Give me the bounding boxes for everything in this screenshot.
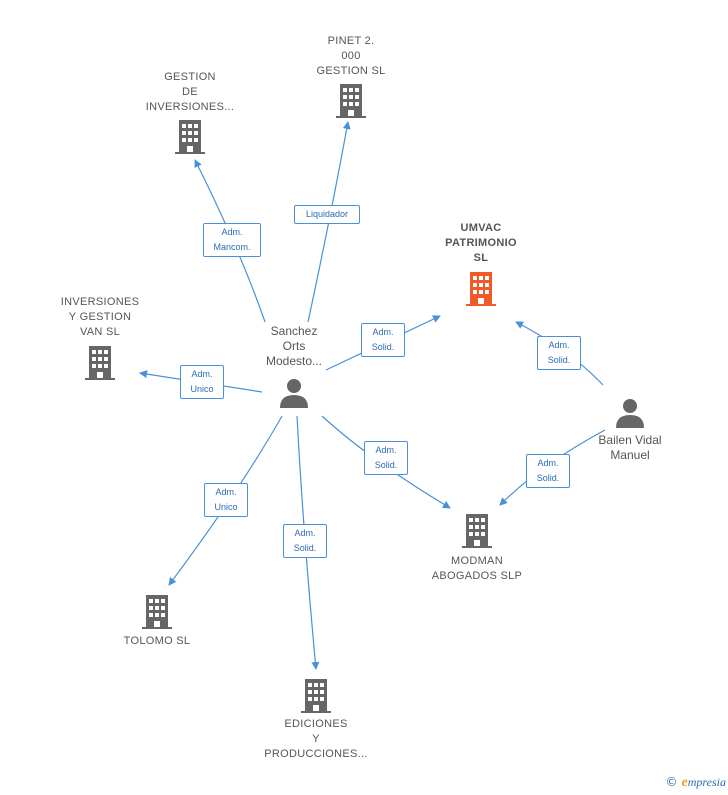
node-label: Bailen Vidal Manuel <box>598 433 662 462</box>
empresia-logo[interactable]: empresia <box>681 775 726 790</box>
person-icon <box>616 399 644 428</box>
edge-label-liquidador: Liquidador <box>294 205 360 224</box>
building-icon <box>462 514 492 548</box>
node-label: GESTION DE INVERSIONES... <box>145 71 235 113</box>
edge-label-sanchez-umvac: Adm. Solid. <box>361 323 405 357</box>
node-umvac-patrimonio[interactable]: UMVAC PATRIMONIO SL <box>421 221 541 306</box>
edge-label-sanchez-modman: Adm. Solid. <box>364 441 408 475</box>
building-icon <box>175 120 205 154</box>
building-icon <box>301 679 331 713</box>
building-icon <box>142 595 172 629</box>
person-icon <box>280 379 308 408</box>
edge-label-bailen-modman: Adm. Solid. <box>526 454 570 488</box>
building-icon <box>85 346 115 380</box>
edge-label-bailen-umvac: Adm. Solid. <box>537 336 581 370</box>
copyright-footer: ©empresia <box>666 775 726 791</box>
node-inversiones-y-gestion-van[interactable]: INVERSIONES Y GESTION VAN SL <box>45 295 155 380</box>
node-label: EDICIONES Y PRODUCCIONES... <box>264 718 368 760</box>
copyright-symbol: © <box>665 775 678 789</box>
edge-label-adm-unico-inversiones: Adm. Unico <box>180 365 224 399</box>
building-icon <box>336 84 366 118</box>
node-modman-abogados[interactable]: MODMAN ABOGADOS SLP <box>417 514 537 584</box>
node-label: UMVAC PATRIMONIO SL <box>445 222 517 264</box>
node-sanchez-orts[interactable]: Sanchez Orts Modesto... <box>244 324 344 408</box>
node-label: INVERSIONES Y GESTION VAN SL <box>60 296 140 338</box>
node-gestion-de-inversiones[interactable]: GESTION DE INVERSIONES... <box>130 70 250 154</box>
node-label: TOLOMO SL <box>123 635 191 647</box>
node-label: PINET 2. 000 GESTION SL <box>316 35 386 77</box>
building-icon <box>466 272 496 306</box>
node-ediciones-y-producciones[interactable]: EDICIONES Y PRODUCCIONES... <box>256 679 376 762</box>
node-pinet-2000[interactable]: PINET 2. 000 GESTION SL <box>295 34 407 118</box>
node-label: MODMAN ABOGADOS SLP <box>431 555 523 582</box>
node-bailen-vidal[interactable]: Bailen Vidal Manuel <box>580 398 680 463</box>
node-tolomo[interactable]: TOLOMO SL <box>107 595 207 649</box>
edge-label-sanchez-ediciones: Adm. Solid. <box>283 524 327 558</box>
node-label: Sanchez Orts Modesto... <box>265 324 323 368</box>
edge-label-adm-unico-tolomo: Adm. Unico <box>204 483 248 517</box>
edge-label-adm-mancom: Adm. Mancom. <box>203 223 261 257</box>
